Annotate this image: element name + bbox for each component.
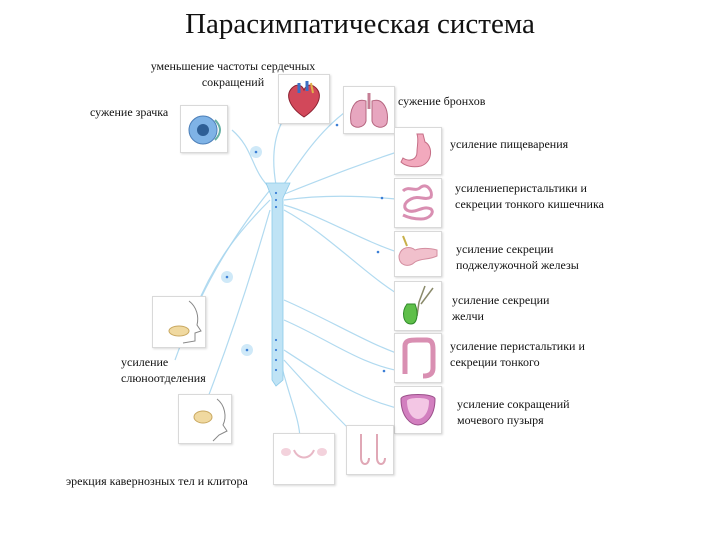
- nerve-to-bladder: [283, 349, 406, 411]
- lungs-tile: [343, 86, 395, 134]
- small-intestine-tile: [394, 178, 442, 228]
- large-intestine-icon: [402, 337, 436, 379]
- salivary-upper-tile: [152, 296, 206, 348]
- female-genitals-tile: [273, 433, 335, 485]
- small-intestine-icon: [401, 184, 434, 221]
- nerve-to-pancreas: [283, 204, 401, 254]
- label-erection: эрекция кавернозных тел и клитора: [66, 474, 248, 488]
- salivary-lower-tile: [178, 394, 232, 444]
- gallbladder-icon: [403, 285, 434, 325]
- label-bronchi: сужение бронхов: [398, 94, 486, 108]
- label-pancreas: усиление секреции поджелужочной железы: [456, 242, 579, 272]
- uterus-icon: [281, 448, 327, 459]
- label-pupil: сужение зрачка: [90, 105, 169, 119]
- heart-tile: [278, 74, 330, 124]
- label-digestion: усиление пищеварения: [450, 137, 569, 151]
- label-salivation: усиление слюноотделения: [121, 355, 206, 385]
- label-heart: уменьшение частоты сердечных сокращений: [150, 59, 316, 89]
- bladder-tile: [394, 386, 442, 434]
- pancreas-icon: [398, 235, 438, 266]
- label-bile: усиление секреции желчи: [452, 293, 550, 323]
- lungs-icon: [350, 93, 388, 128]
- eye-icon: [188, 115, 221, 145]
- nerve-to-eye: [231, 129, 273, 191]
- salivary-gland-icon: [193, 398, 228, 442]
- eye-tile: [180, 105, 228, 153]
- stomach-icon: [400, 133, 431, 168]
- nerve-to-gallbladder: [283, 209, 409, 301]
- male-genitals-icon: [360, 434, 386, 465]
- spinal-cord: [265, 182, 291, 387]
- male-genitals-tile: [346, 425, 394, 475]
- bladder-icon: [400, 394, 436, 426]
- gallbladder-tile: [394, 281, 442, 331]
- label-large-intestine: усиление перистальтики и секреции тонког…: [450, 339, 585, 369]
- heart-icon: [288, 81, 320, 118]
- nerve-to-small-intestine: [283, 195, 406, 201]
- nerve-to-large-intestine: [283, 299, 406, 357]
- pancreas-tile: [394, 231, 442, 277]
- nerve-to-salivary-upper: [194, 199, 271, 311]
- nerve-to-salivary-lower: [204, 209, 271, 406]
- large-intestine-tile: [394, 333, 442, 383]
- stomach-tile: [394, 127, 442, 175]
- diagram-title: Парасимпатическая система: [185, 8, 535, 40]
- nerve-to-lungs: [279, 109, 349, 191]
- label-small-intestine: усилениеперистальтики и секреции тонкого…: [455, 181, 604, 211]
- nerve-to-stomach: [281, 147, 411, 196]
- face-profile-icon: [168, 300, 202, 344]
- label-bladder: усиление сокращений мочевого пузыря: [457, 397, 570, 427]
